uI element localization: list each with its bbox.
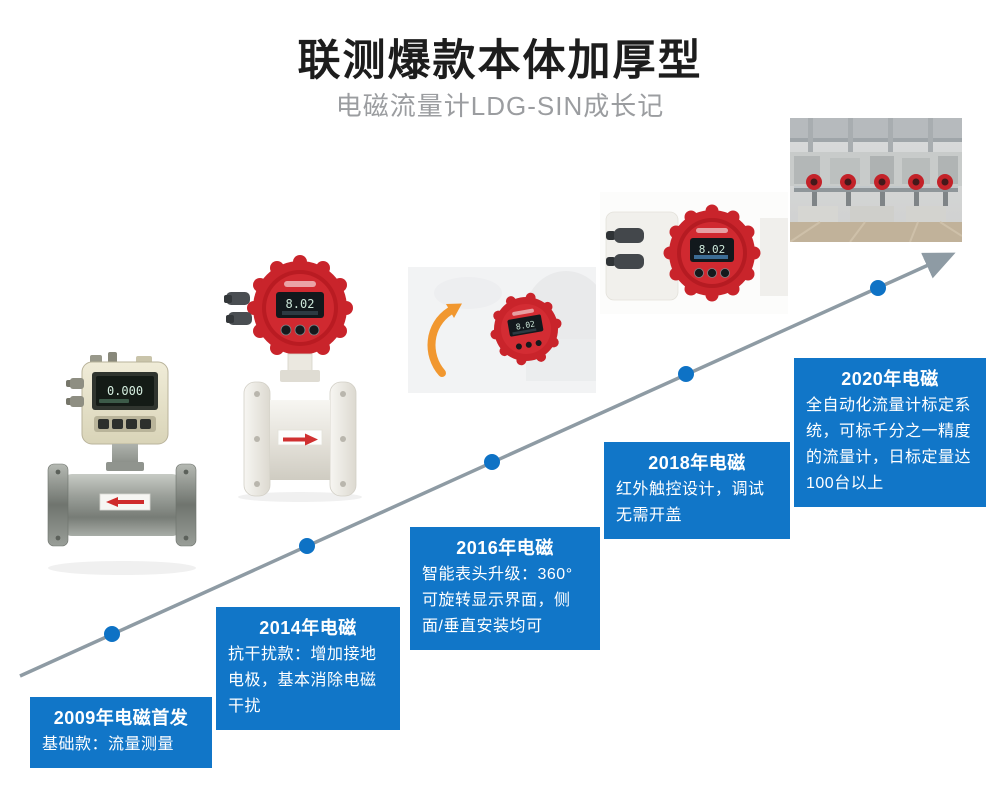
- milestone-2009-desc: 基础款：流量测量: [42, 736, 175, 753]
- meter-2009-shadow: [48, 561, 196, 575]
- meter-2009-transmitter-head: 0.000: [66, 352, 169, 445]
- timeline-dot-2016: [484, 454, 500, 470]
- flow-meter-2014-image: 8.02: [224, 254, 374, 502]
- meter-2014-transmitter-head: 8.02: [224, 255, 353, 361]
- factory-photo-2020: [789, 118, 963, 243]
- meter-2018-lcd-reading: 8.02: [699, 243, 726, 256]
- milestone-2014: 2014年电磁 抗干扰款：增加接地电极，基本消除电磁干扰: [216, 607, 400, 730]
- timeline-dot-2009: [104, 626, 120, 642]
- milestone-2009: 2009年电磁首发 基础款：流量测量: [30, 697, 212, 768]
- milestone-2016: 2016年电磁 智能表头升级：360°可旋转显示界面，侧面/垂直安装均可: [410, 527, 600, 650]
- milestone-2018-desc: 红外触控设计，调试无需开盖: [616, 481, 765, 524]
- product-photo-2018: 8.02: [600, 192, 788, 314]
- meter-2009-lcd-reading: 0.000: [107, 384, 143, 398]
- milestone-2020-year: 2020年电磁: [841, 369, 939, 389]
- page-title: 联测爆款本体加厚型: [297, 37, 703, 85]
- milestone-2020: 2020年电磁 全自动化流量计标定系统，可标千分之一精度的流量计，日标定量达10…: [794, 358, 986, 507]
- page-subtitle: 电磁流量计LDG-SIN成长记: [335, 91, 665, 121]
- meter-2014-lcd-reading: 8.02: [286, 297, 315, 311]
- timeline-dot-2014: [299, 538, 315, 554]
- rotate-arrow-icon: [427, 307, 454, 377]
- meter-2014-pipe-body: [243, 353, 357, 497]
- calibration-line-meters: [806, 174, 953, 206]
- flow-direction-arrow-icon: [106, 497, 144, 507]
- flow-meter-2009-image: 0.000: [36, 350, 208, 578]
- meter-2018-head: 8.02: [663, 204, 761, 302]
- milestone-2016-desc: 智能表头升级：360°可旋转显示界面，侧面/垂直安装均可: [422, 566, 573, 635]
- timeline-dot-2018: [678, 366, 694, 382]
- timeline-dot-2020: [870, 280, 886, 296]
- milestone-2020-desc: 全自动化流量计标定系统，可标千分之一精度的流量计，日标定量达100台以上: [806, 397, 972, 492]
- milestone-2009-year: 2009年电磁首发: [53, 708, 189, 728]
- rotate-arrowhead-icon: [446, 303, 462, 318]
- meter-2009-pipe-body: [47, 444, 197, 547]
- milestone-2014-desc: 抗干扰款：增加接地电极，基本消除电磁干扰: [228, 646, 377, 715]
- product-photo-2016: 8.02: [408, 267, 608, 393]
- milestone-2018: 2018年电磁 红外触控设计，调试无需开盖: [604, 442, 790, 539]
- meter-2014-shadow: [238, 492, 362, 502]
- meter-2016-head: 8.02: [490, 292, 562, 366]
- milestone-2014-year: 2014年电磁: [259, 618, 357, 638]
- timeline-line: [19, 252, 956, 678]
- milestone-2018-year: 2018年电磁: [648, 453, 746, 473]
- flow-direction-arrow-icon: [283, 433, 318, 446]
- meter-2016-lcd-reading: 8.02: [515, 319, 536, 331]
- milestone-2016-year: 2016年电磁: [456, 538, 554, 558]
